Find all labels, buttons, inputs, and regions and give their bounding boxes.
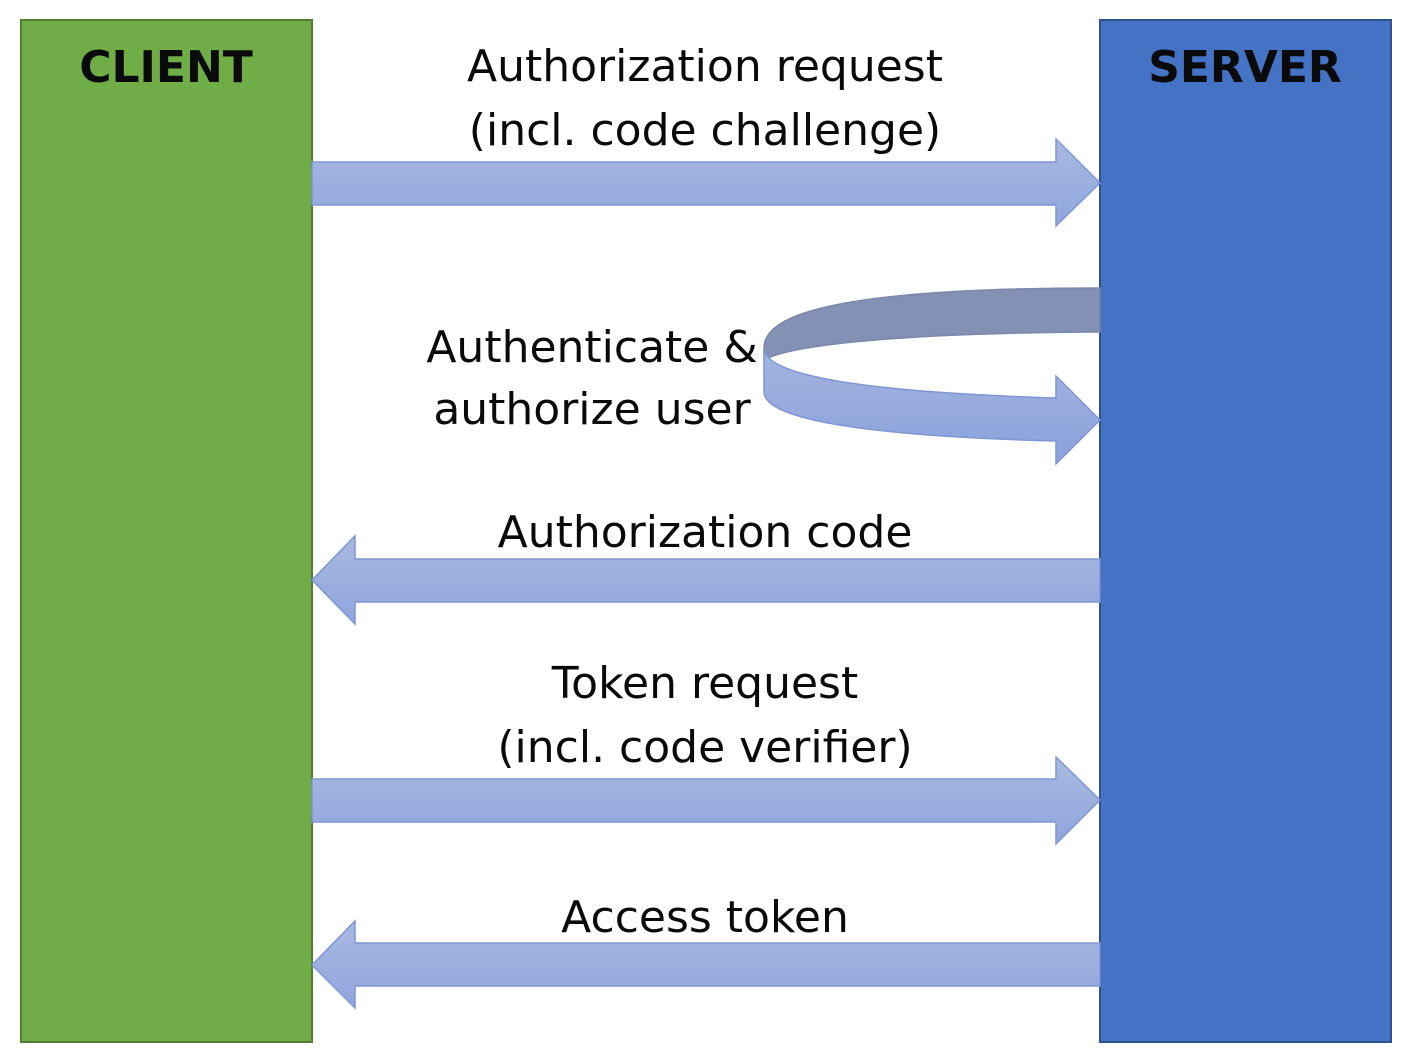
token-request-arrow bbox=[311, 755, 1102, 846]
self-loop-arrow bbox=[763, 287, 1102, 466]
client-title: CLIENT bbox=[79, 42, 253, 93]
authorization-request-sublabel: (incl. code challenge) bbox=[469, 105, 941, 156]
authorization-request-label: Authorization request bbox=[467, 41, 943, 92]
client-lifeline bbox=[20, 19, 313, 1043]
authenticate-label: Authenticate & bbox=[426, 322, 757, 373]
token-request-label: Token request bbox=[551, 658, 858, 709]
server-title: SERVER bbox=[1148, 42, 1342, 93]
authorization-code-label: Authorization code bbox=[498, 507, 913, 558]
access-token-label: Access token bbox=[561, 892, 849, 943]
authorization-code-arrow bbox=[310, 534, 1101, 626]
access-token-arrow bbox=[310, 919, 1101, 1010]
authorization-request-arrow bbox=[311, 137, 1102, 228]
token-request-sublabel: (incl. code verifier) bbox=[497, 722, 912, 773]
authenticate-sublabel: authorize user bbox=[433, 384, 751, 435]
server-lifeline bbox=[1099, 19, 1392, 1043]
